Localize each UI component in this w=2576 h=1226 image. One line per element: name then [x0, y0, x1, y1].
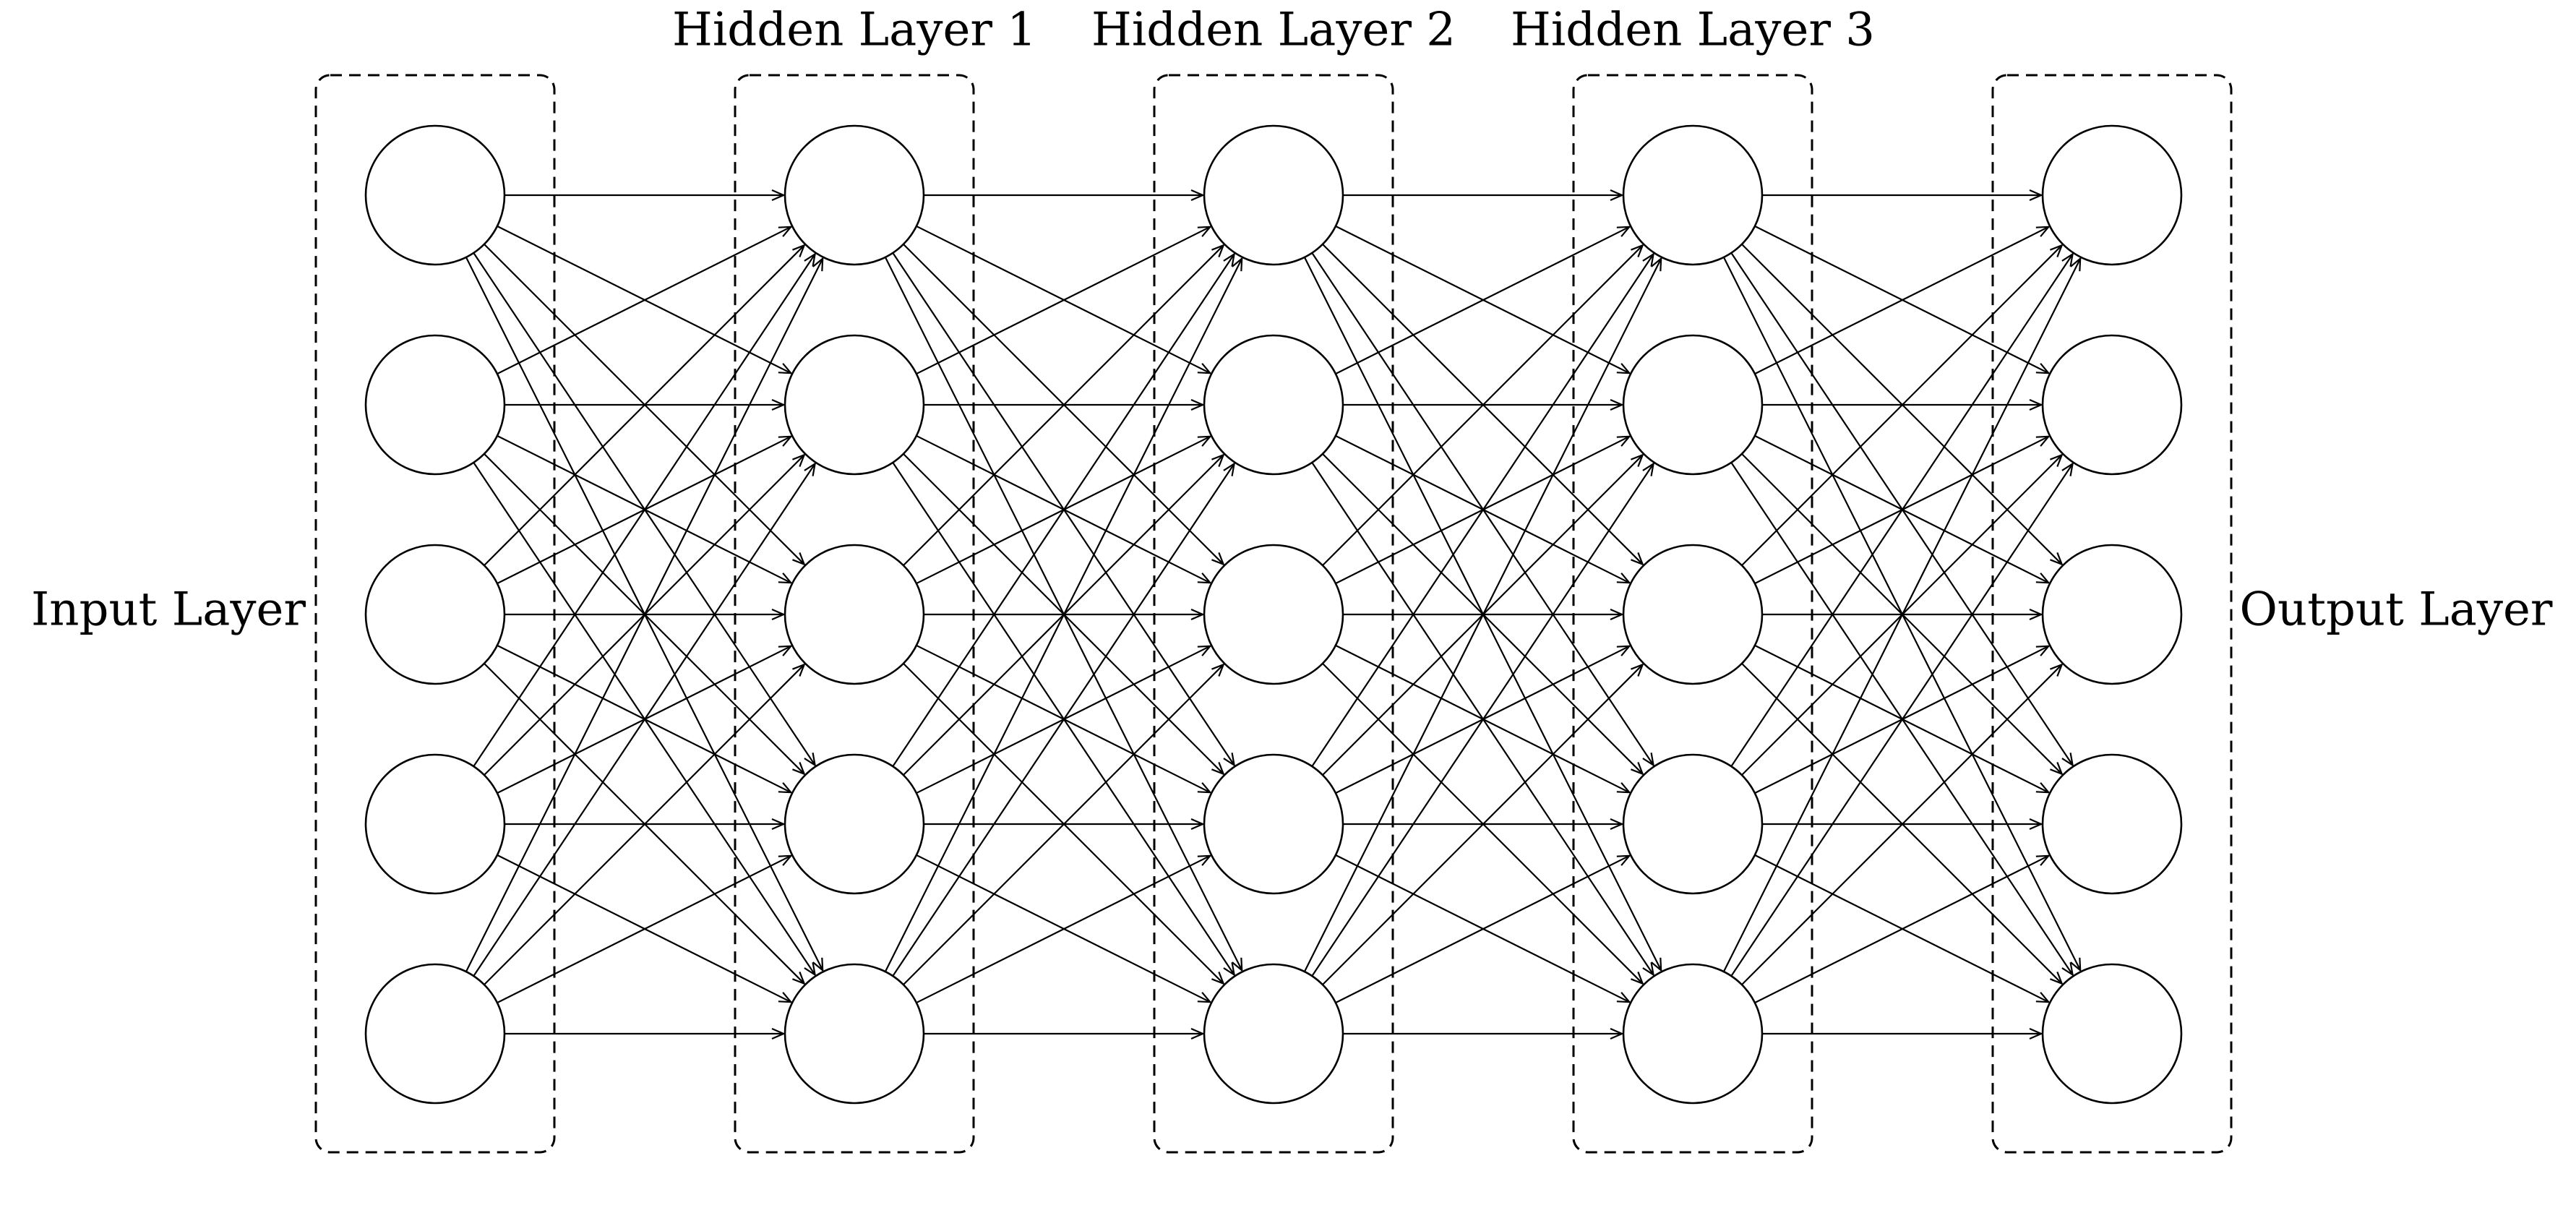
output-neuron-4	[2041, 753, 2183, 895]
output-neuron-5	[2041, 963, 2183, 1105]
edge-hidden2-5-to-hidden3-1	[1303, 259, 1661, 972]
output-layer-box	[1991, 74, 2233, 1154]
edge-hidden1-5-to-hidden2-4	[916, 856, 1210, 1004]
input-neuron-3	[364, 544, 506, 685]
hidden-layer-1-label: Hidden Layer 1	[672, 4, 1036, 57]
edge-hidden2-5-to-hidden3-3	[1322, 664, 1643, 985]
input-layer-label: Input Layer	[31, 583, 306, 637]
hidden1-neuron-4	[783, 753, 925, 895]
edge-input-5-to-hidden1-1	[465, 259, 823, 972]
edge-hidden1-3-to-hidden2-1	[903, 245, 1224, 566]
hidden3-neuron-4	[1622, 753, 1764, 895]
hidden3-neuron-2	[1622, 334, 1764, 476]
edge-hidden1-5-to-hidden2-1	[884, 259, 1242, 972]
edge-hidden2-5-to-hidden3-4	[1335, 856, 1629, 1004]
edge-input-3-to-hidden1-1	[484, 245, 804, 566]
hidden1-neuron-5	[783, 963, 925, 1105]
edge-hidden2-4-to-hidden3-1	[1311, 254, 1653, 767]
edge-hidden2-3-to-hidden3-1	[1322, 245, 1643, 566]
edge-input-5-to-hidden1-3	[484, 664, 804, 985]
edge-input-5-to-hidden1-4	[497, 856, 791, 1004]
edge-input-4-to-hidden1-1	[473, 254, 815, 767]
edge-hidden2-2-to-hidden3-1	[1335, 227, 1629, 375]
edge-hidden1-4-to-hidden2-1	[892, 254, 1234, 767]
edge-hidden3-5-to-output-1	[1722, 259, 2080, 972]
hidden2-neuron-3	[1203, 544, 1344, 685]
edge-input-5-to-hidden1-2	[473, 464, 815, 977]
edge-input-2-to-hidden1-1	[497, 227, 791, 375]
edge-hidden1-2-to-hidden2-1	[916, 227, 1210, 375]
hidden2-neuron-1	[1203, 124, 1344, 266]
input-neuron-4	[364, 753, 506, 895]
hidden3-neuron-1	[1622, 124, 1764, 266]
neurons-group	[364, 124, 2183, 1105]
edge-hidden3-2-to-output-1	[1754, 227, 2048, 375]
edge-hidden3-5-to-output-4	[1754, 856, 2048, 1004]
edge-hidden3-5-to-output-2	[1730, 464, 2072, 977]
hidden-layer-3-label: Hidden Layer 3	[1511, 4, 1875, 57]
input-neuron-5	[364, 963, 506, 1105]
hidden1-neuron-2	[783, 334, 925, 476]
hidden3-neuron-5	[1622, 963, 1764, 1105]
edge-hidden1-5-to-hidden2-2	[892, 464, 1234, 977]
hidden2-neuron-5	[1203, 963, 1344, 1105]
output-neuron-3	[2041, 544, 2183, 685]
output-layer-label: Output Layer	[2240, 583, 2553, 637]
hidden2-neuron-4	[1203, 753, 1344, 895]
edge-hidden3-4-to-output-1	[1730, 254, 2072, 767]
hidden-layer-3-box	[1572, 74, 1813, 1154]
connections-group	[465, 195, 2080, 1034]
edge-hidden2-5-to-hidden3-2	[1311, 464, 1653, 977]
input-layer-box	[314, 74, 556, 1154]
edge-hidden1-5-to-hidden2-3	[903, 664, 1224, 985]
hidden1-neuron-3	[783, 544, 925, 685]
hidden2-neuron-2	[1203, 334, 1344, 476]
input-neuron-1	[364, 124, 506, 266]
input-neuron-2	[364, 334, 506, 476]
edge-hidden3-3-to-output-1	[1741, 245, 2062, 566]
hidden1-neuron-1	[783, 124, 925, 266]
hidden3-neuron-3	[1622, 544, 1764, 685]
hidden-layer-1-box	[734, 74, 975, 1154]
edge-hidden3-5-to-output-3	[1741, 664, 2062, 985]
output-neuron-2	[2041, 334, 2183, 476]
hidden-layer-2-box	[1153, 74, 1394, 1154]
hidden-layer-2-label: Hidden Layer 2	[1091, 4, 1456, 57]
output-neuron-1	[2041, 124, 2183, 266]
